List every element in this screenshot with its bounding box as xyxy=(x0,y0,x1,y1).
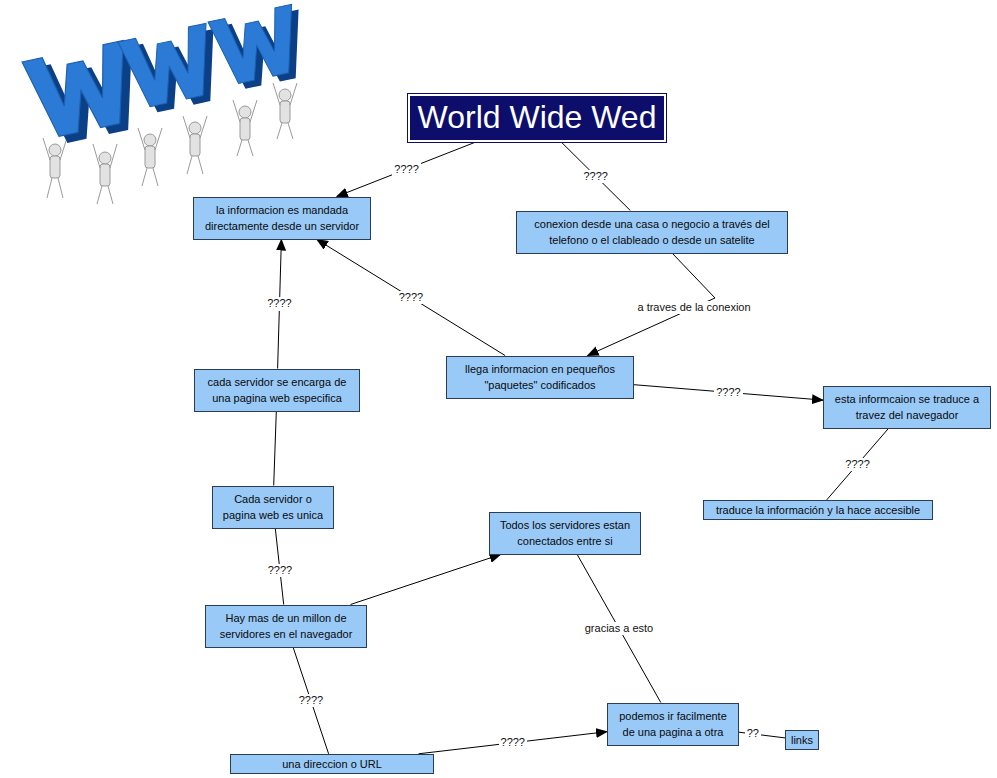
node-text: Cada servidor o pagina web es unica xyxy=(218,491,328,524)
connector xyxy=(317,240,505,356)
title-box: World Wide Wed xyxy=(408,94,667,142)
edge-label: ???? xyxy=(297,694,325,707)
edge-label: ???? xyxy=(397,291,425,304)
concept-box: cada servidor se encarga de una pagina w… xyxy=(194,369,360,412)
concept-box: Todos los servidores estan conectados en… xyxy=(489,512,641,555)
concept-box: Cada servidor o pagina web es unica xyxy=(212,486,334,529)
concept-box: conexion desde una casa o negocio a trav… xyxy=(516,211,788,254)
concept-box: traduce la información y la hace accesib… xyxy=(703,500,933,520)
connector xyxy=(351,555,501,605)
node-text: esta informcaion se traduce a travez del… xyxy=(829,391,985,424)
edge-label: ???? xyxy=(392,163,420,176)
edge-label: ?? xyxy=(745,727,761,740)
edge-label: ???? xyxy=(499,736,527,749)
node-text: una direccion o URL xyxy=(236,757,428,771)
concept-box: la informacion es mandada directamente d… xyxy=(193,197,371,240)
concept-box: una direccion o URL xyxy=(230,754,434,774)
node-text: Todos los servidores estan conectados en… xyxy=(495,517,635,550)
connector xyxy=(274,412,277,486)
node-text: cada servidor se encarga de una pagina w… xyxy=(200,374,354,407)
node-text: la informacion es mandada directamente d… xyxy=(199,202,365,235)
connector xyxy=(419,732,608,754)
node-text: podemos ir facilmente de una pagina a ot… xyxy=(613,708,733,741)
connector xyxy=(827,429,889,500)
edge-label: gracias a esto xyxy=(583,622,655,635)
connector xyxy=(634,385,823,400)
edge-label: ???? xyxy=(265,297,293,310)
node-text: conexion desde una casa o negocio a trav… xyxy=(522,216,782,249)
concept-box: links xyxy=(785,730,819,750)
connector xyxy=(293,648,328,754)
concept-box: esta informcaion se traduce a travez del… xyxy=(823,386,991,429)
edge-label: ???? xyxy=(266,564,294,577)
concept-box: llega informacion en pequeños "paquetes"… xyxy=(446,356,634,399)
node-text: links xyxy=(791,733,813,747)
node-text: llega informacion en pequeños "paquetes"… xyxy=(452,361,628,394)
node-text: Hay mas de un millon de servidores en el… xyxy=(211,610,361,643)
w-letters xyxy=(22,3,312,149)
edge-label: ???? xyxy=(714,386,742,399)
node-text: World Wide Wed xyxy=(418,97,657,139)
concept-box: podemos ir facilmente de una pagina a ot… xyxy=(607,703,739,746)
edge-label: ???? xyxy=(581,170,609,183)
connector xyxy=(561,142,630,211)
concept-box: Hay mas de un millon de servidores en el… xyxy=(205,605,367,648)
edge-label: a traves de la conexion xyxy=(635,301,752,314)
connector xyxy=(577,555,661,703)
node-text: traduce la información y la hace accesib… xyxy=(709,503,927,517)
edge-label: ???? xyxy=(843,458,871,471)
connector xyxy=(337,142,477,197)
